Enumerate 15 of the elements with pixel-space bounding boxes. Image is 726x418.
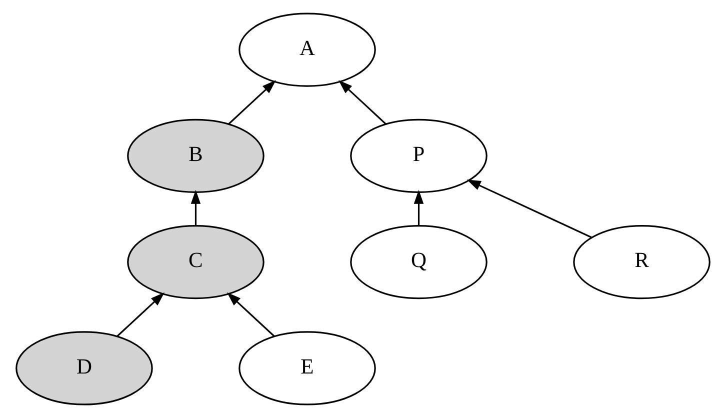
arrow (414, 190, 424, 226)
arrow (338, 80, 386, 125)
node-ellipse: A (238, 12, 376, 87)
node-ellipse: C (127, 224, 264, 300)
node-ellipse: Q (350, 224, 488, 300)
arrow (228, 80, 276, 125)
node-ellipse: P (350, 118, 488, 194)
node-ellipse: R (573, 224, 710, 300)
arrow (466, 180, 592, 238)
node-ellipse: E (238, 331, 376, 406)
arrow (226, 292, 275, 337)
node-ellipse: B (127, 118, 264, 194)
arrow (190, 190, 201, 226)
node-ellipse: D (16, 331, 153, 406)
arrow (116, 292, 165, 337)
